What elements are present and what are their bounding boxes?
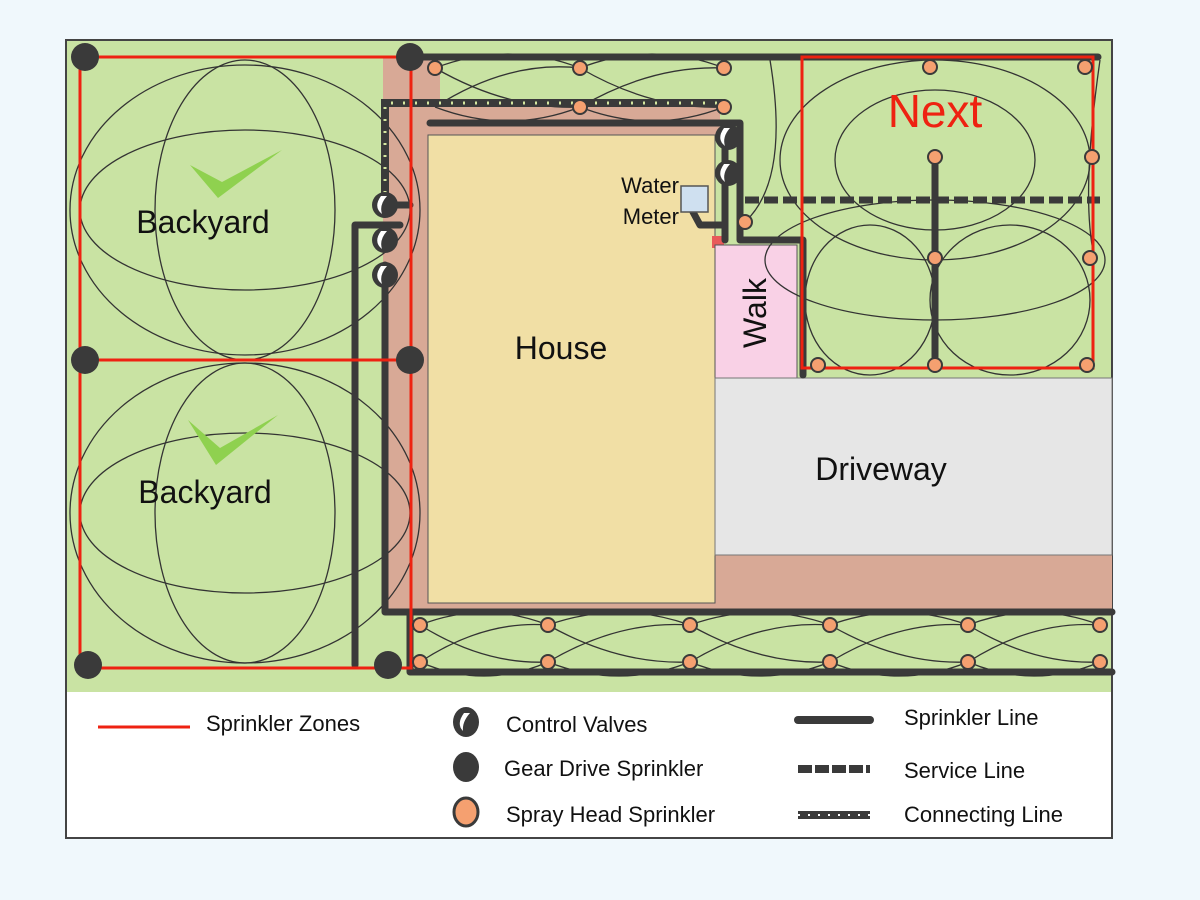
water-meter-icon (680, 185, 709, 213)
check-icon (190, 150, 282, 198)
label-next: Next (888, 85, 983, 137)
control-valve-icon (453, 707, 479, 737)
legend-spray-head: Spray Head Sprinkler (506, 802, 715, 827)
legend-service-line: Service Line (904, 758, 1025, 783)
control-valves (372, 124, 741, 288)
legend: Sprinkler Zones Control Valves Gear Driv… (98, 705, 1063, 828)
label-walk: Walk (737, 277, 773, 348)
legend-control-valves: Control Valves (506, 712, 647, 737)
label-driveway: Driveway (815, 451, 947, 487)
walk-area (714, 244, 798, 379)
label-house: House (515, 330, 608, 366)
gear-drive-sprinklers (71, 43, 424, 679)
check-icon (188, 415, 278, 465)
connecting-line (381, 99, 725, 205)
spray-head-sprinklers (412, 59, 1108, 670)
label-backyard-top: Backyard (136, 204, 269, 240)
house-area (427, 134, 716, 604)
zone-backyard-bottom[interactable] (78, 358, 413, 670)
legend-zones: Sprinkler Zones (206, 711, 360, 736)
legend-gear-drive: Gear Drive Sprinkler (504, 756, 703, 781)
driveway-area (714, 377, 1113, 556)
gear-drive-icon (453, 752, 479, 782)
label-meter: Meter (623, 204, 679, 229)
spray-head-icon (452, 796, 480, 828)
label-water: Water (621, 173, 679, 198)
legend-connecting-line: Connecting Line (904, 802, 1063, 827)
legend-sprinkler-line: Sprinkler Line (904, 705, 1039, 730)
label-backyard-bottom: Backyard (138, 474, 271, 510)
zone-next[interactable] (800, 55, 1095, 370)
